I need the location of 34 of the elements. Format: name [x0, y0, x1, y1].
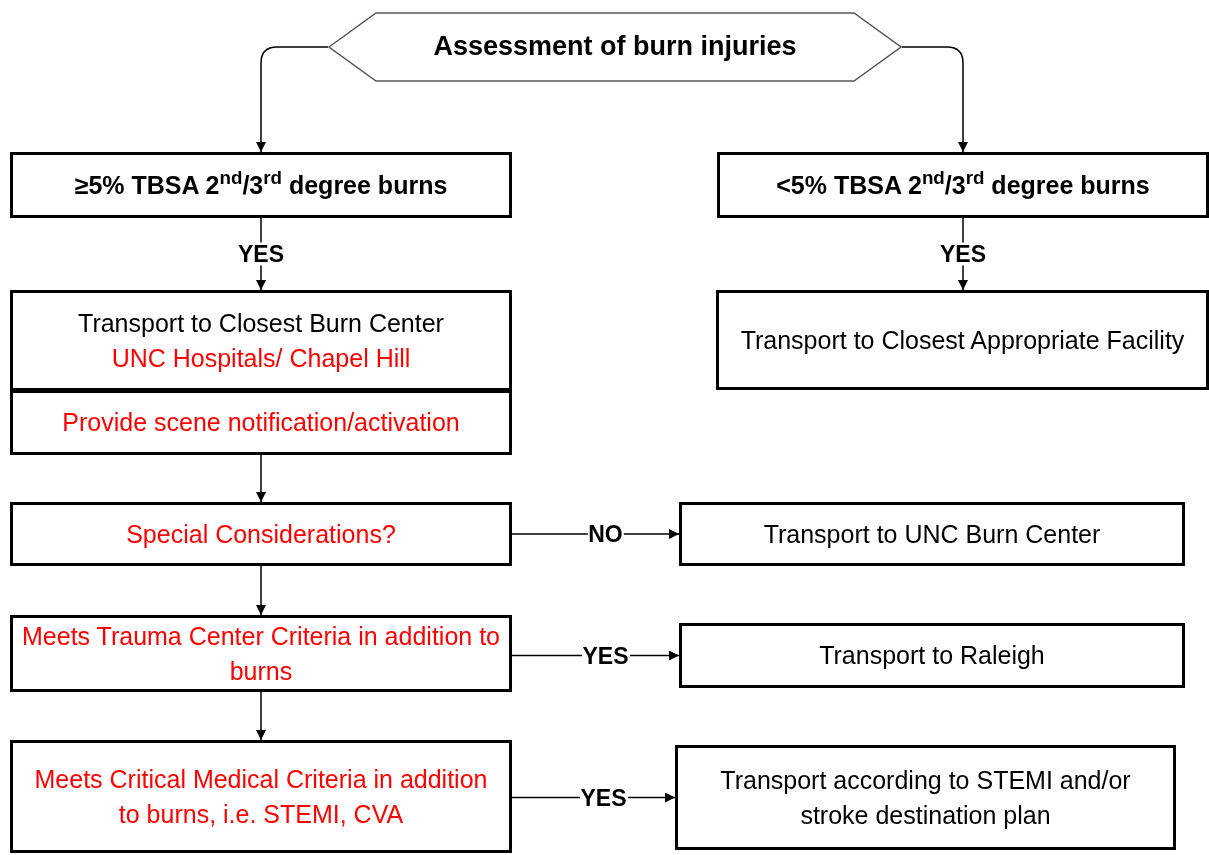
- arrow: [901, 46, 968, 153]
- start-hexagon: [328, 12, 902, 82]
- decision-box: [10, 502, 512, 566]
- node-text: Transport to Raleigh: [819, 640, 1045, 671]
- node-text: Provide scene notification/activation: [62, 407, 460, 438]
- node-text: Transport to UNC Burn Center: [763, 518, 1101, 550]
- arrow: [256, 691, 266, 741]
- process-box: [679, 623, 1185, 688]
- node-text: Special Considerations?: [126, 518, 396, 550]
- node-text: <5% TBSA 2$^{nd}$/3$^{rd}$ degree burns: [776, 167, 1150, 201]
- edge-label: YES: [237, 242, 285, 266]
- criteria-box: [10, 152, 512, 218]
- edge-label: YES: [581, 644, 630, 667]
- decision-box: [10, 740, 512, 853]
- edge-label: YES: [939, 242, 987, 266]
- arrow: [256, 454, 266, 503]
- process-box: [675, 745, 1176, 850]
- process-box: [679, 502, 1185, 566]
- node-text: Transport to Closest Burn Center: [78, 307, 444, 339]
- decision-box: [10, 615, 512, 692]
- edge-label: YES: [579, 786, 628, 809]
- node-text: UNC Hospitals/ Chapel Hill: [111, 342, 411, 374]
- node-text: ≥5% TBSA 2$^{nd}$/3$^{rd}$ degree burns: [74, 167, 448, 201]
- node-text: Transport to Closest Appropriate Facility: [740, 324, 1185, 356]
- node-text: Meets Critical Medical Criteria in addition to burns, i.e. STEMI, CVA: [33, 763, 489, 830]
- arrow: [256, 46, 329, 153]
- node-text: Meets Trauma Center Criteria in addition to burns: [21, 620, 501, 687]
- process-box: [10, 290, 512, 391]
- node-text: Transport according to STEMI and/or stroke destination plan: [719, 764, 1132, 831]
- process-box: [10, 390, 512, 455]
- node-text: Assessment of burn injuries: [433, 30, 797, 64]
- criteria-box: [717, 152, 1209, 218]
- process-box: [716, 290, 1209, 390]
- arrow: [256, 565, 266, 616]
